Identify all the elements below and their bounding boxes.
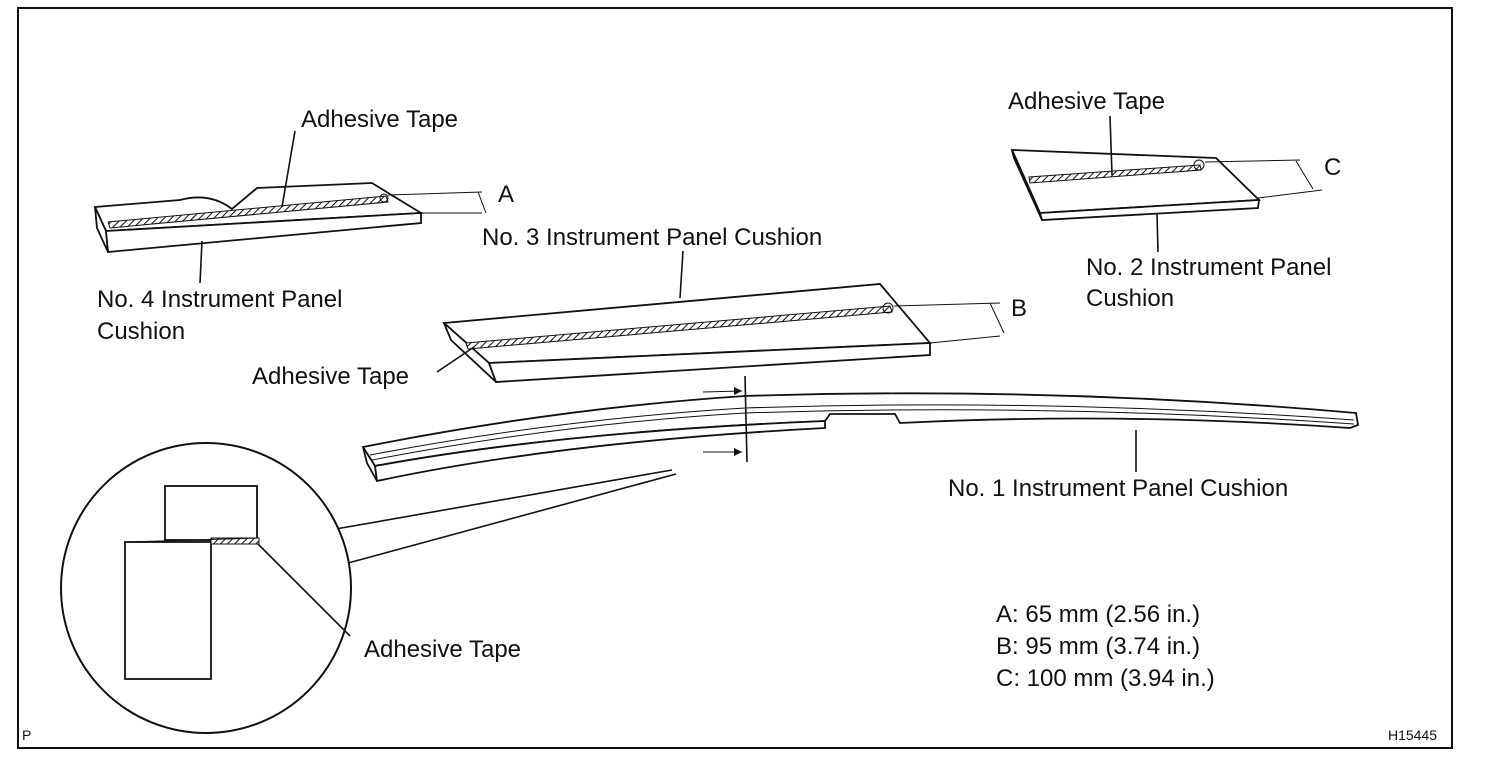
dimension-a-value: A: 65 mm (2.56 in.) bbox=[996, 601, 1200, 628]
label-no4-line2: Cushion bbox=[97, 318, 185, 345]
label-dim-a: A bbox=[498, 181, 514, 208]
label-dim-b: B bbox=[1011, 295, 1027, 322]
label-tape-no3: Adhesive Tape bbox=[252, 363, 409, 390]
corner-code: P bbox=[22, 727, 31, 743]
no4-tape-leader bbox=[281, 130, 296, 208]
detail-tape-leader bbox=[257, 543, 351, 637]
label-tape-detail: Adhesive Tape bbox=[364, 636, 521, 663]
dimension-b-value: B: 95 mm (3.74 in.) bbox=[996, 633, 1200, 660]
no2-tape-leader bbox=[1109, 115, 1113, 176]
label-no1: No. 1 Instrument Panel Cushion bbox=[948, 475, 1288, 502]
dim-a-line-top bbox=[387, 191, 483, 196]
dim-b-line-top bbox=[893, 302, 1001, 307]
reference-arrowhead-bottom bbox=[734, 448, 742, 456]
no3-leader bbox=[679, 250, 684, 299]
dim-b-line-bottom bbox=[929, 335, 1001, 344]
label-tape-no2: Adhesive Tape bbox=[1008, 88, 1165, 115]
no2-leader bbox=[1156, 213, 1159, 253]
label-dim-c: C bbox=[1324, 154, 1341, 181]
label-no3: No. 3 Instrument Panel Cushion bbox=[482, 224, 822, 251]
dim-c-line-bottom bbox=[1257, 189, 1323, 199]
no1-reference-mark bbox=[744, 375, 748, 463]
no3-cushion-part bbox=[441, 283, 932, 383]
no1-cushion-part bbox=[361, 392, 1360, 483]
dimension-c-value: C: 100 mm (3.94 in.) bbox=[996, 665, 1215, 692]
dim-c-arrow bbox=[1295, 160, 1314, 190]
no4-leader bbox=[199, 240, 203, 284]
label-no4-line1: No. 4 Instrument Panel bbox=[97, 286, 342, 313]
dim-a-arrow bbox=[477, 191, 487, 214]
no3-adhesive-tape bbox=[465, 305, 893, 350]
no2-cushion-part bbox=[1010, 149, 1262, 221]
detail-magnifier bbox=[60, 442, 677, 734]
figure-code: H15445 bbox=[1388, 727, 1437, 743]
dim-c-line-top bbox=[1204, 159, 1301, 163]
label-no2-line1: No. 2 Instrument Panel bbox=[1086, 254, 1331, 281]
label-no2-line2: Cushion bbox=[1086, 285, 1174, 312]
dim-b-arrow bbox=[989, 302, 1005, 334]
magnifier-line-top bbox=[329, 469, 673, 531]
label-tape-no4: Adhesive Tape bbox=[301, 106, 458, 133]
no3-tape-leader bbox=[436, 346, 475, 373]
magnifier-line-bottom bbox=[336, 473, 677, 567]
reference-arrowhead-top bbox=[734, 387, 742, 395]
no4-cushion-part bbox=[93, 182, 424, 253]
no4-adhesive-tape bbox=[107, 195, 389, 229]
